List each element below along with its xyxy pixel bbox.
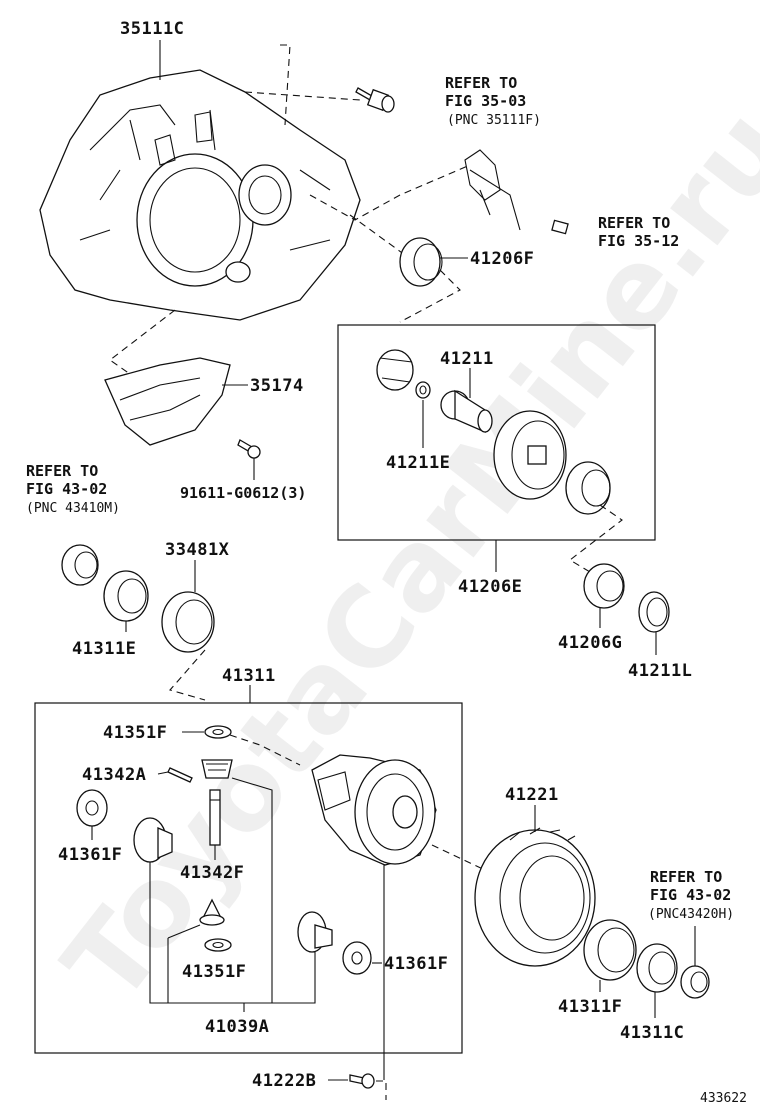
label-41311C: 41311C [620,1023,684,1043]
dash-box-41206G [569,504,623,576]
bearing-cup-41311C [636,943,678,993]
box-41311 [34,702,463,1054]
pinion-shaft-41211 [440,389,493,433]
cover-plate-35174 [104,357,231,446]
ref-fig43-02a-l1: REFER TO [26,462,98,480]
bearing-cup-41206G [583,563,625,609]
label-41222B: 41222B [252,1071,316,1091]
shaft-41342F [209,789,221,846]
ref-fig43-02b-l2: FIG 43-02 [650,886,731,904]
ref-fig35-03-l1: REFER TO [445,74,517,92]
bolt-41222B [349,1073,375,1089]
pin-41342A [167,767,193,783]
ref-fig43-02b-l1: REFER TO [650,868,722,886]
dash-bearing-box [169,649,206,701]
ref-fig35-12-l1: REFER TO [598,214,670,232]
ref-fig35-03-l2: FIG 35-03 [445,92,526,110]
label-41206G: 41206G [558,633,622,653]
thrust-washer-41361F-left [76,789,108,827]
label-41206F: 41206F [470,249,534,269]
label-41351F-top: 41351F [103,723,167,743]
dash-housing-41206F [309,164,471,323]
label-35174: 35174 [250,376,304,396]
label-91611: 91611-G0612(3) [180,484,306,502]
ring-gear-41221 [474,827,596,967]
figure-id: 433622 [700,1091,747,1106]
ref-fig35-12-l2: FIG 35-12 [598,232,679,250]
bolt-91611 [237,439,261,459]
label-41361F-left: 41361F [58,845,122,865]
label-41351F-bottom: 41351F [182,962,246,982]
washer-41211E [415,381,431,399]
bearing-cone-left [376,349,414,391]
bracket-41039A [149,777,316,1004]
label-41311: 41311 [222,666,276,686]
ref-fig43-02b-l3: (PNC43420H) [648,907,734,922]
pinion-gear-bottom [199,898,225,926]
label-41211L: 41211L [628,661,692,681]
dash-diff [229,734,486,871]
oil-seal-left [61,544,99,586]
sensor-bracket [464,149,569,235]
thrust-washer-41361F-right [342,941,372,975]
side-gear-right [297,911,333,953]
transaxle-housing [39,69,361,321]
label-33481X: 33481X [165,540,230,560]
dash-41222B [376,1080,387,1100]
pinion-gear-top [201,759,233,779]
label-41342F: 41342F [180,863,244,883]
driven-gear [493,410,567,500]
label-41211: 41211 [440,349,494,369]
ref-fig35-03-l3: (PNC 35111F) [447,113,541,128]
ref-fig43-02a-l2: FIG 43-02 [26,480,107,498]
washer-41351F-bottom [204,938,232,952]
side-gear-left [133,817,173,863]
bearing-cup-41311E [103,570,149,622]
differential-case [311,754,437,866]
label-41311E: 41311E [72,639,136,659]
label-41206E: 41206E [458,577,522,597]
label-35111C: 35111C [120,19,184,39]
label-41039A: 41039A [205,1017,269,1037]
label-41211E: 41211E [386,453,450,473]
label-41361F-right: 41361F [384,954,448,974]
bearing-41311F [583,919,637,981]
label-41342A: 41342A [82,765,146,785]
shim-41211L [638,591,670,633]
leader-41342A [157,771,169,775]
ref-fig43-02a-l3: (PNC 43410M) [26,501,120,516]
washer-41351F-top [204,725,232,739]
bolt-35111F [355,87,395,113]
label-41221: 41221 [505,785,559,805]
dash-housing-bolt [244,44,361,126]
oil-seal-right [680,965,710,999]
label-41311F: 41311F [558,997,622,1017]
bearing-cone-right [565,461,611,515]
bearing-33481X [161,591,215,653]
bearing-cup-41206F [399,237,443,287]
